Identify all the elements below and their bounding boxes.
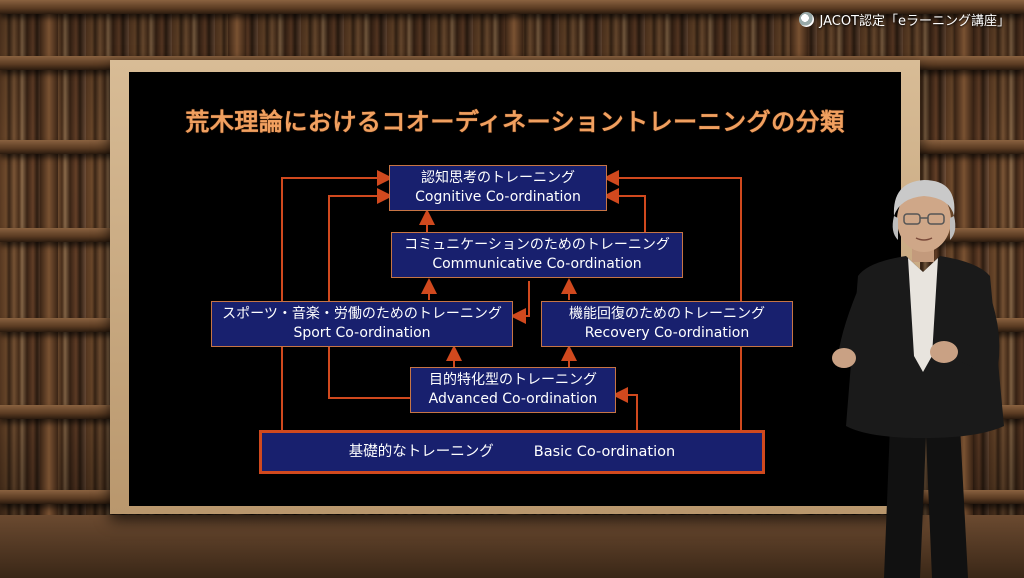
box-advanced-en: Advanced Co-ordination [428,391,598,407]
box-basic-jp: 基礎的なトレーニング [348,443,494,460]
logo: JACOT認定「eラーニング講座」 [799,10,1010,29]
box-communicative-jp: コミュニケーションのためのトレーニング [404,237,670,253]
chalkboard-frame: 荒木理論におけるコオーディネーショントレーニングの分類 [110,60,920,514]
box-advanced: 目的特化型のトレーニング Advanced Co-ordination [410,367,616,413]
slide-title: 荒木理論におけるコオーディネーショントレーニングの分類 [185,108,845,136]
box-sport: スポーツ・音楽・労働のためのトレーニング Sport Co-ordination [211,301,513,347]
slide: 荒木理論におけるコオーディネーショントレーニングの分類 [129,72,901,506]
box-recovery-en: Recovery Co-ordination [584,325,750,341]
box-sport-en: Sport Co-ordination [293,325,431,341]
box-recovery: 機能回復のためのトレーニング Recovery Co-ordination [541,301,793,347]
presenter [832,180,1004,578]
arrow-advanced-to-cognitive [328,188,412,399]
box-basic: 基礎的なトレーニング Basic Co-ordination [259,430,765,474]
arrow-communicative-to-sport [510,281,530,324]
box-recovery-jp: 機能回復のためのトレーニング [569,306,765,322]
box-cognitive-en: Cognitive Co-ordination [415,189,581,205]
floor [0,515,1024,578]
box-basic-en: Basic Co-ordination [533,443,676,460]
arrow-recovery-to-cognitive [603,188,646,240]
jacot-logo-icon [799,12,815,27]
box-communicative: コミュニケーションのためのトレーニング Communicative Co-ord… [391,232,683,278]
box-cognitive-jp: 認知思考のトレーニング [421,170,575,186]
arrow-basic-to-advanced [612,387,638,431]
box-advanced-jp: 目的特化型のトレーニング [429,372,597,388]
box-cognitive: 認知思考のトレーニング Cognitive Co-ordination [389,165,607,211]
logo-text: JACOT認定「eラーニング講座」 [819,14,1010,29]
box-communicative-en: Communicative Co-ordination [432,256,642,272]
box-sport-jp: スポーツ・音楽・労働のためのトレーニング [222,306,502,322]
shelf [0,0,1024,14]
